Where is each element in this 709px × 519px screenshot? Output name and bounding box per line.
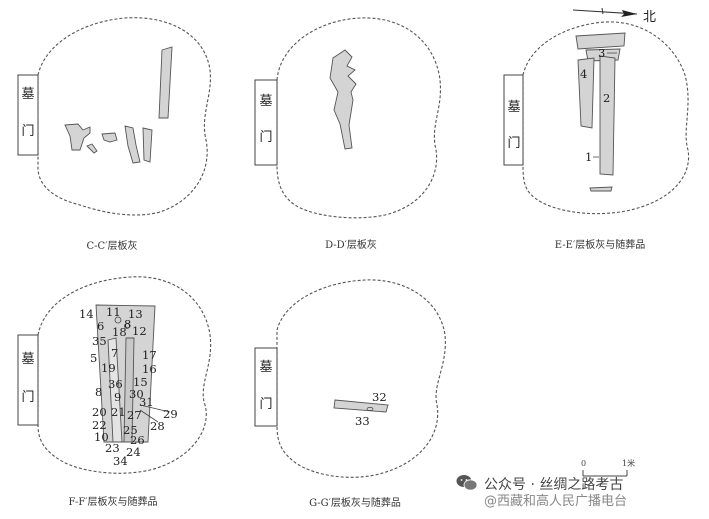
label-ff-36: 36 (108, 377, 123, 391)
label-ff-20: 20 (92, 405, 107, 419)
tomb-door-gg (254, 347, 278, 427)
tomb-door-dd (254, 79, 278, 166)
tomb-outline-dd (276, 17, 442, 219)
label-ee-2: 2 (603, 91, 610, 105)
north-arrow (572, 7, 638, 17)
panel-gg (254, 279, 446, 478)
tomb-door-ff (17, 334, 39, 426)
label-ee-1: 1 (585, 150, 592, 164)
door-label-dd-bottom: 门 (259, 130, 273, 145)
label-ff-24: 24 (126, 445, 141, 459)
board-ash-dd-1 (329, 49, 357, 150)
label-ff-10: 10 (94, 430, 109, 444)
board-ash-ff-2 (107, 337, 123, 443)
label-ff-30: 30 (129, 387, 144, 401)
board-ash-ff-3 (123, 337, 135, 443)
label-ff-23: 23 (105, 441, 120, 455)
labels-ee: 3 4 2 1 (580, 46, 617, 164)
door-label-ee-bottom: 门 (507, 136, 521, 151)
board-ash-cc-5 (124, 125, 141, 164)
door-label-ff-top: 墓 (21, 352, 35, 367)
label-ff-11: 11 (106, 305, 121, 319)
door-label-ee-top: 墓 (507, 100, 521, 115)
door-label-cc-top: 墓 (21, 87, 35, 102)
labels-gg: 32 33 (355, 390, 387, 428)
door-label-dd-top: 墓 (259, 94, 273, 109)
label-ff-16: 16 (142, 362, 157, 376)
board-ash-ee-3 (577, 57, 595, 129)
label-ff-19: 19 (101, 361, 116, 375)
label-gg-33: 33 (355, 414, 370, 428)
label-ff-14: 14 (79, 307, 94, 321)
door-label-gg-bottom: 门 (259, 397, 273, 412)
label-ff-5: 5 (90, 351, 97, 365)
label-ee-3: 3 (598, 46, 605, 60)
board-ash-cc-1 (158, 46, 173, 119)
svg-text:0: 0 (581, 459, 586, 468)
label-ff-22: 22 (92, 418, 107, 432)
caption-ff: F-F′层板灰与随葬品 (68, 497, 158, 508)
label-ff-35: 35 (92, 334, 107, 348)
label-ff-25: 25 (123, 423, 138, 437)
label-gg-32: 32 (372, 390, 387, 404)
board-ash-cc-3 (86, 143, 98, 154)
label-ff-18: 18 (112, 325, 127, 339)
label-ff-7: 7 (111, 346, 118, 360)
caption-ee: E-E′层板灰与随葬品 (554, 240, 646, 251)
label-ff-28: 28 (150, 419, 165, 433)
board-ash-ee-4 (599, 55, 616, 176)
board-ash-ee-5 (589, 186, 613, 192)
svg-text:1米: 1米 (622, 458, 635, 468)
board-ash-gg-1 (333, 399, 389, 413)
labels-ff: 14 11 13 6 8 18 12 35 7 17 5 16 19 15 36… (79, 305, 178, 468)
tomb-outline-ee (522, 21, 690, 215)
caption-gg: G-G′层板灰与随葬品 (309, 498, 401, 509)
caption-dd: D-D′层板灰 (325, 240, 377, 251)
label-ff-6: 6 (97, 319, 104, 333)
tomb-outline-cc (37, 17, 212, 216)
label-ff-9: 9 (114, 390, 121, 404)
panel-ff (17, 276, 212, 474)
label-ff-26: 26 (130, 433, 145, 447)
scale-bar: 0 1米 (581, 458, 635, 477)
tomb-door-ee (503, 74, 524, 166)
caption-cc: C-C′层板灰 (86, 241, 138, 252)
label-ff-8a: 8 (124, 317, 131, 331)
label-ff-21: 21 (111, 405, 126, 419)
label-ee-4: 4 (580, 67, 587, 81)
door-label-gg-top: 墓 (259, 360, 273, 375)
board-ash-cc-6 (142, 127, 153, 163)
tomb-outline-gg (276, 279, 446, 478)
board-ash-ee-1 (575, 32, 626, 50)
label-ff-13: 13 (128, 307, 143, 321)
watermark-line-2: @西藏和高人民广播电台 (484, 494, 628, 509)
label-ff-27: 27 (127, 408, 142, 422)
label-ff-31: 31 (139, 395, 154, 409)
wechat-icon (456, 475, 478, 491)
label-ff-12: 12 (132, 324, 147, 338)
tomb-outline-ff (37, 276, 212, 474)
panel-cc (17, 17, 212, 216)
door-label-cc-bottom: 门 (21, 124, 35, 139)
label-ff-15: 15 (133, 375, 148, 389)
board-ash-cc-2 (64, 123, 91, 151)
label-ff-8b: 8 (95, 385, 102, 399)
door-label-ff-bottom: 门 (21, 390, 35, 405)
north-label: 北 (643, 10, 657, 25)
panel-dd (254, 17, 442, 219)
label-ff-29: 29 (163, 407, 178, 421)
tomb-door-cc (17, 74, 39, 156)
watermark-line-1: 公众号 · 丝绸之路考古 (484, 477, 624, 493)
board-ash-cc-4 (101, 132, 118, 143)
panel-ee (503, 21, 690, 215)
label-ff-34: 34 (113, 454, 128, 468)
label-ff-17: 17 (142, 348, 157, 362)
